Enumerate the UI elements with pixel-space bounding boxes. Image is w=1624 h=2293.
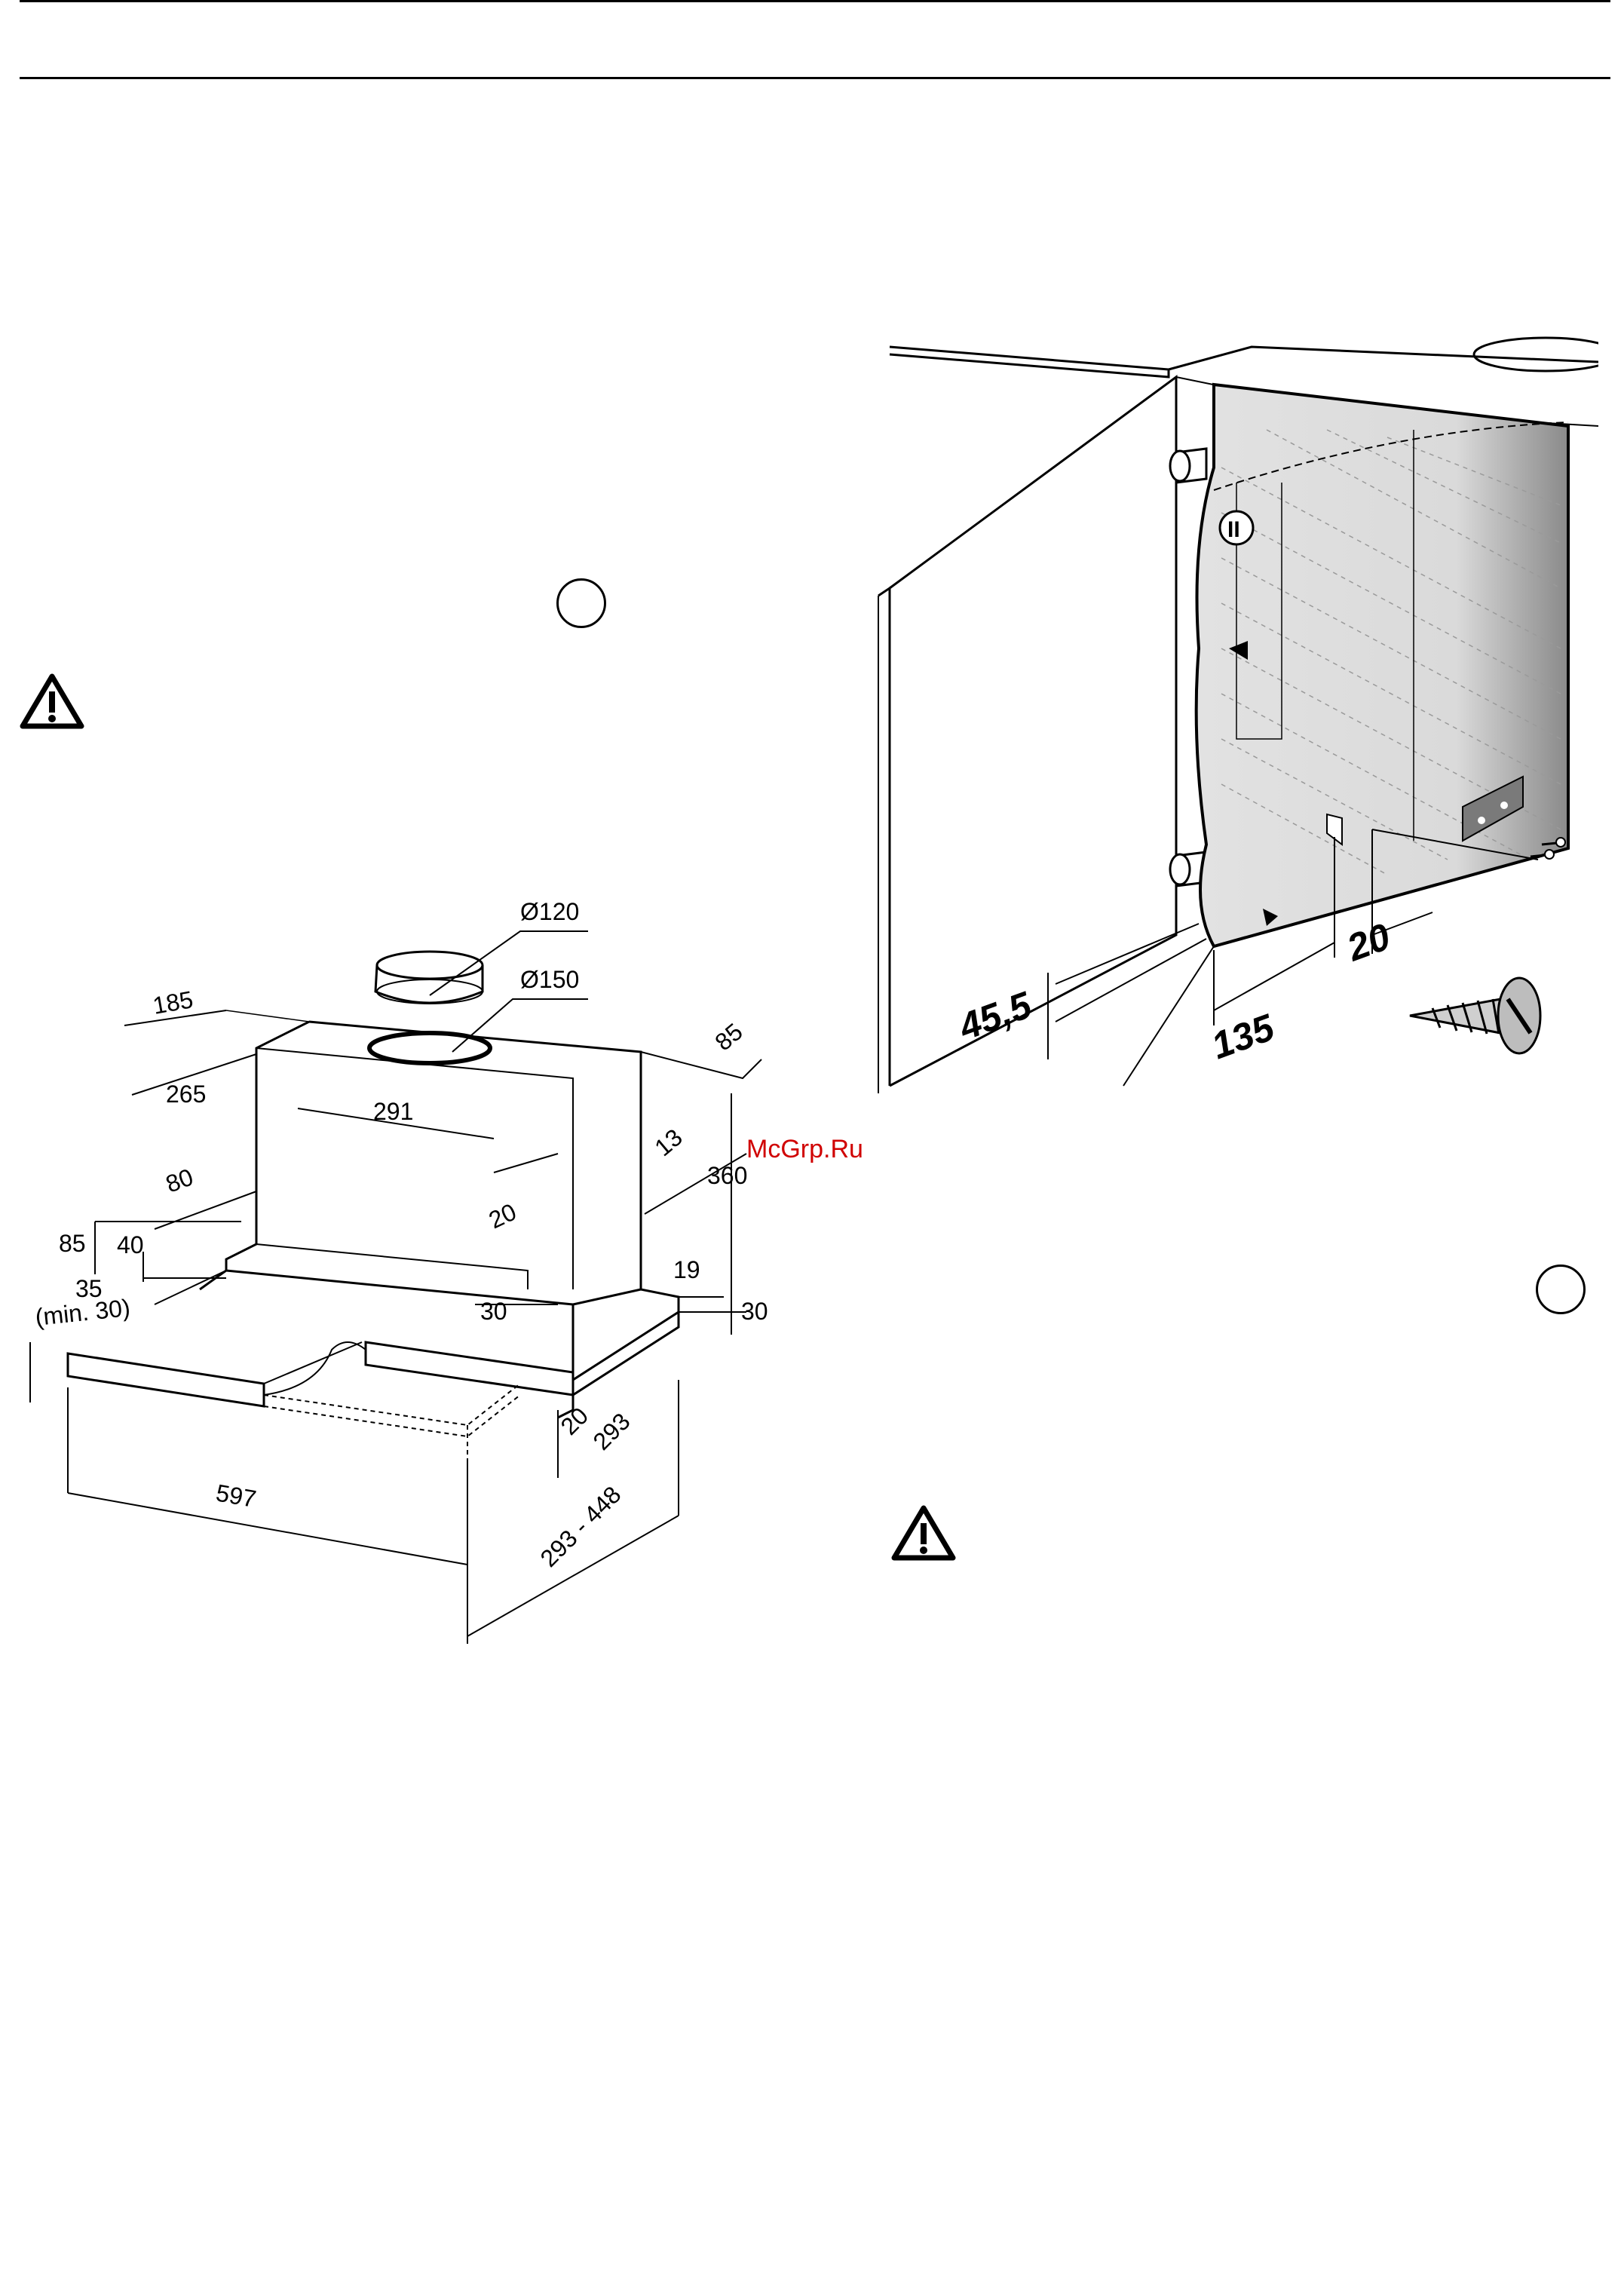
dim-20-inner: 20 [485,1198,520,1234]
roman-marker: II [1227,517,1240,542]
dim-19: 19 [673,1256,700,1283]
screw-icon [1402,969,1553,1059]
dim-291: 291 [373,1098,413,1125]
hood-dimension-drawing: Ø120 Ø150 185 85 265 291 13 360 80 85 40… [0,867,814,1666]
dim-min-30: (min. 30) [34,1294,131,1331]
dim-360: 360 [707,1162,747,1189]
dim-185: 185 [151,986,195,1019]
dim-80: 80 [162,1163,197,1198]
dim-293-448: 293 - 448 [535,1481,626,1572]
header-rule-top [20,0,1610,2]
dim-20-cabinet: 20 [1341,915,1396,970]
dim-20-front: 20 [555,1402,593,1440]
dim-diameter-150: Ø150 [520,966,579,993]
dim-40: 40 [117,1231,144,1258]
step-marker-left [556,578,606,628]
dim-13: 13 [649,1124,687,1161]
dim-30-bottom: 30 [480,1298,507,1325]
dim-45-5: 45,5 [953,983,1038,1049]
step-marker-right [1536,1265,1586,1314]
dim-diameter-120: Ø120 [520,898,579,925]
dim-85-left: 85 [59,1230,86,1257]
dim-135: 135 [1206,1006,1281,1068]
watermark: McGrp.Ru [746,1135,863,1164]
header-rule [20,77,1610,79]
dim-293: 293 [587,1408,635,1455]
warning-triangle-icon [20,673,84,730]
warning-triangle-icon [891,1504,956,1562]
dim-30-right: 30 [741,1298,768,1325]
dim-265: 265 [166,1081,206,1108]
dim-597: 597 [214,1479,259,1513]
dim-85-top: 85 [709,1018,747,1056]
